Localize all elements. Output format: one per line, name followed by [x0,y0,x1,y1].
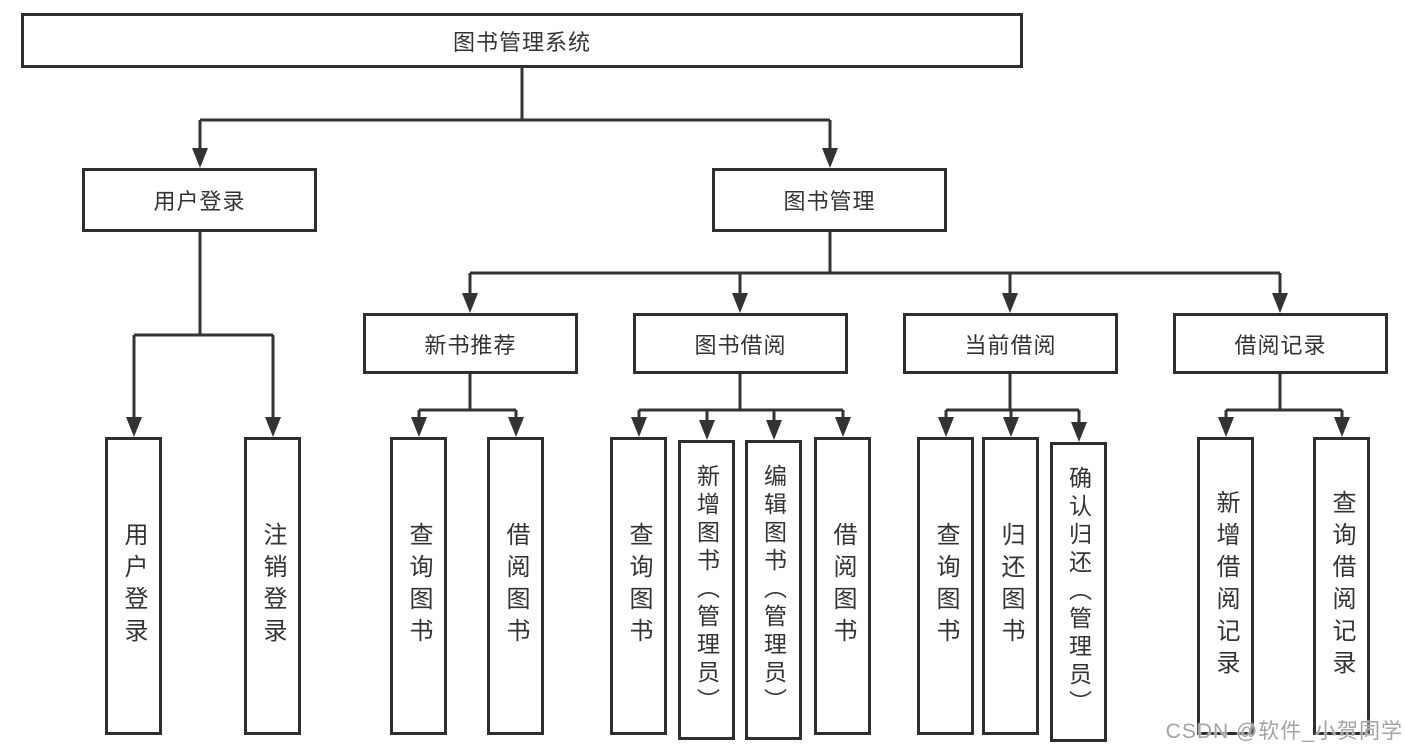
leaf-borrow-books-recommend: 借阅图书 [487,437,544,735]
leaf-query-books-recommend-label: 查询图书 [405,522,432,650]
connector-user-login [132,232,275,421]
node-borrow-records-label: 借阅记录 [1234,332,1327,358]
arrowheads [126,148,1350,442]
leaf-add-book-admin: 新增图书（管理员） [678,440,735,740]
leaf-borrow-books-recommend-label: 借阅图书 [502,522,529,650]
leaf-add-borrow-record: 新增借阅记录 [1197,437,1254,735]
node-book-borrow-label: 图书借阅 [694,332,787,358]
leaf-add-borrow-record-label: 新增借阅记录 [1212,490,1239,682]
watermark-text: CSDN @软件_小贺同学 [1165,720,1403,743]
connector-current-borrow [944,374,1081,426]
leaf-borrow-books-label: 借阅图书 [829,522,856,650]
connector-root [198,68,832,152]
node-book-borrow: 图书借阅 [633,313,848,374]
node-current-borrow: 当前借阅 [903,313,1118,374]
leaf-user-login: 用户登录 [105,437,162,735]
leaf-query-borrow-record-label: 查询借阅记录 [1328,490,1355,682]
leaf-query-books-borrow-label: 查询图书 [625,522,652,650]
leaf-query-books-recommend: 查询图书 [390,437,447,735]
node-borrow-records: 借阅记录 [1173,313,1388,374]
node-user-login-label: 用户登录 [153,189,246,214]
connector-new-book-recommend [417,374,518,421]
leaf-logout: 注销登录 [244,437,301,735]
leaf-add-book-admin-label: 新增图书（管理员） [693,464,720,716]
leaf-edit-book-admin-label: 编辑图书（管理员） [760,464,787,716]
node-current-borrow-label: 当前借阅 [964,332,1057,358]
node-root: 图书管理系统 [21,13,1023,68]
node-root-label: 图书管理系统 [452,29,591,55]
leaf-edit-book-admin: 编辑图书（管理员） [745,440,802,740]
node-new-book-recommend: 新书推荐 [363,313,578,374]
leaf-query-borrow-record: 查询借阅记录 [1313,437,1370,735]
node-book-management: 图书管理 [712,168,947,232]
leaf-borrow-books: 借阅图书 [814,437,871,735]
node-user-login: 用户登录 [82,168,317,232]
node-book-management-label: 图书管理 [783,189,876,214]
leaf-logout-label: 注销登录 [259,522,286,650]
leaf-return-book: 归还图书 [982,437,1039,735]
leaf-query-books-borrow: 查询图书 [610,437,667,735]
leaf-return-book-label: 归还图书 [997,522,1024,650]
leaf-query-books-current: 查询图书 [917,437,974,735]
leaf-confirm-return-admin-label: 确认归还（管理员） [1065,466,1092,718]
connector-book-borrow [637,374,845,424]
leaf-user-login-label: 用户登录 [120,522,147,650]
leaf-query-books-current-label: 查询图书 [932,522,959,650]
node-new-book-recommend-label: 新书推荐 [424,332,517,358]
connector-borrow-records [1224,374,1344,421]
connector-book-management [468,232,1282,297]
leaf-confirm-return-admin: 确认归还（管理员） [1050,442,1107,742]
